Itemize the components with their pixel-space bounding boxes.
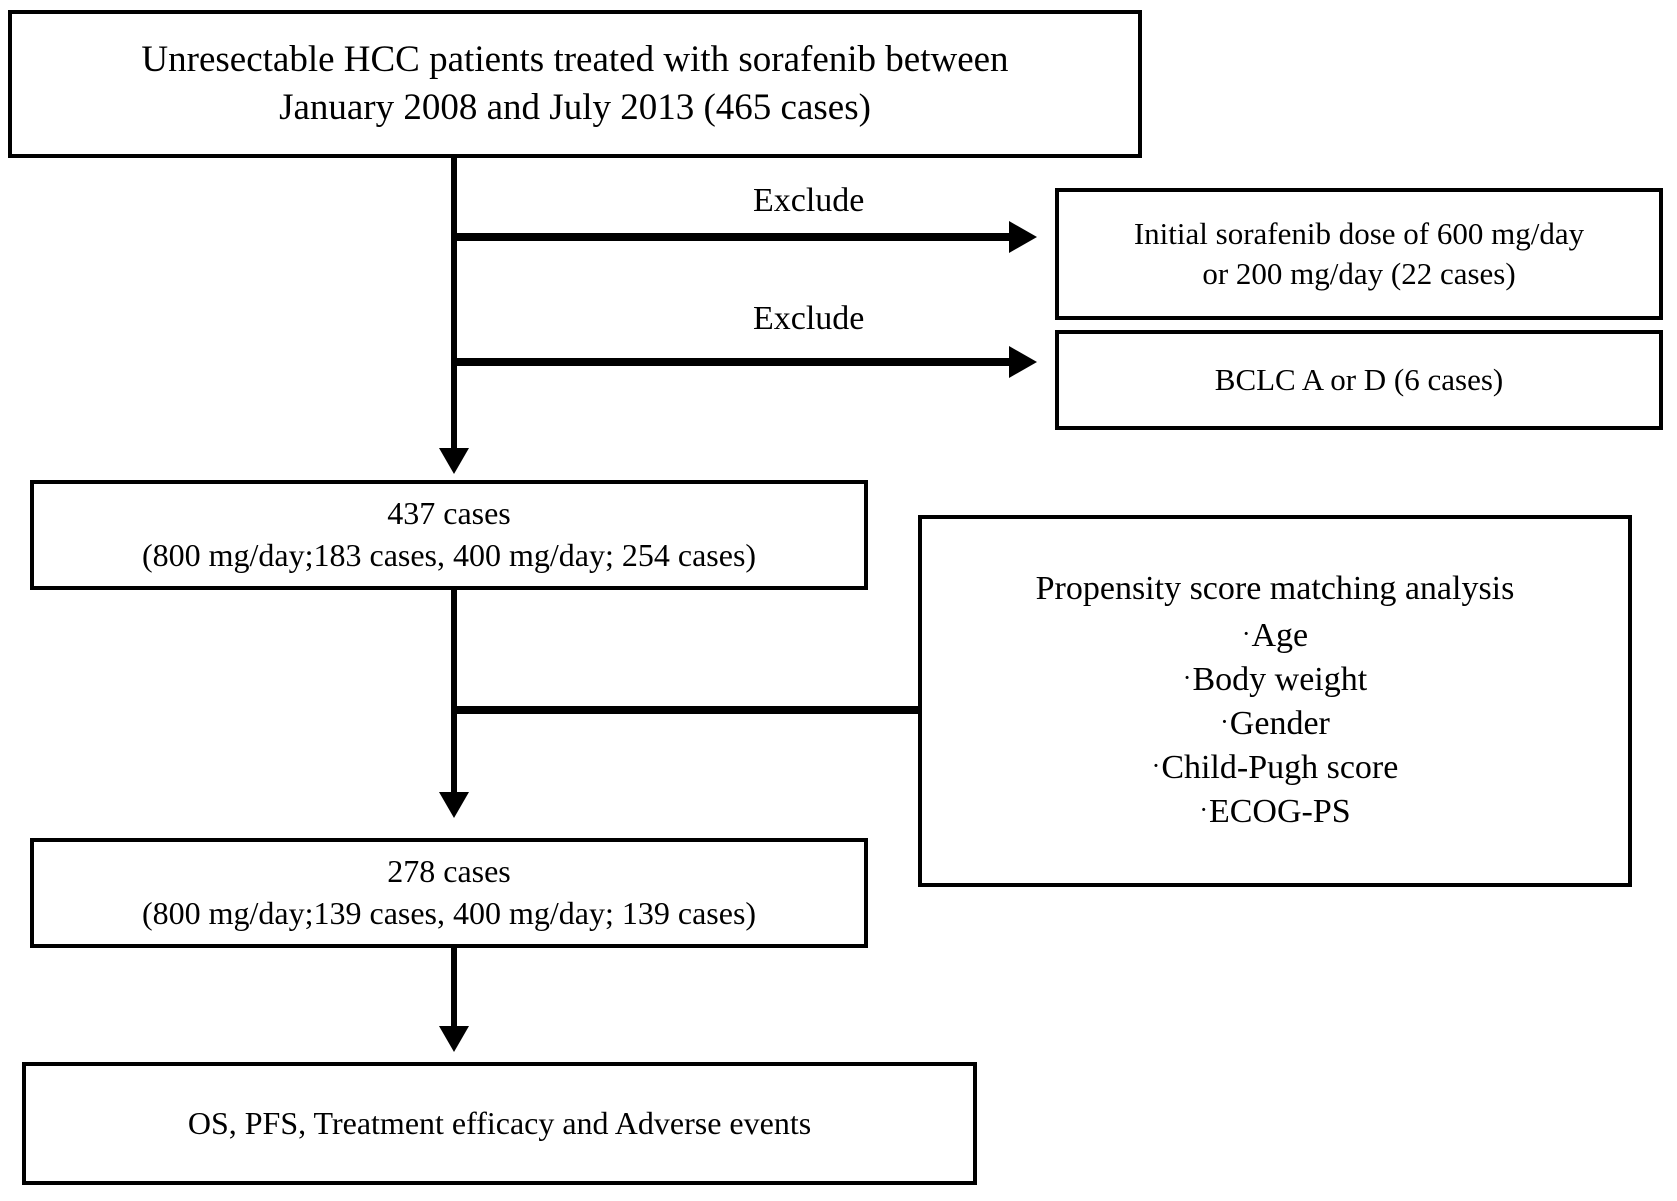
box-exclusion-bclc-line1: BCLC A or D (6 cases)	[1214, 361, 1504, 397]
box-source-population: Unresectable HCC patients treated with s…	[8, 10, 1142, 158]
box-exclusion-dose-line1: Initial sorafenib dose of 600 mg/day	[1133, 215, 1585, 251]
propensity-item-body-weight: ·Body weight	[1183, 658, 1367, 702]
bullet-icon: ·	[1220, 706, 1230, 736]
propensity-item-age: ·Age	[1242, 614, 1308, 658]
propensity-item-gender: ·Gender	[1220, 702, 1330, 746]
arrowhead-to-cohort-278	[439, 792, 469, 818]
box-cohort-278: 278 cases (800 mg/day;139 cases, 400 mg/…	[30, 838, 868, 948]
box-propensity-score-matching: Propensity score matching analysis ·Age …	[918, 515, 1632, 887]
arrowhead-exclusion-2	[1009, 346, 1037, 378]
propensity-item-body-weight-label: Body weight	[1192, 660, 1368, 698]
bullet-icon: ·	[1241, 618, 1252, 648]
connector-trunk-mid	[451, 590, 457, 802]
connector-branch-exclusion-2	[451, 358, 1011, 366]
propensity-item-age-label: Age	[1251, 616, 1309, 654]
box-outcomes-line1: OS, PFS, Treatment efficacy and Adverse …	[187, 1104, 812, 1141]
box-cohort-437-line1: 437 cases	[387, 495, 511, 532]
propensity-item-ecog-ps-label: ECOG-PS	[1208, 793, 1351, 831]
bullet-icon: ·	[1199, 795, 1209, 825]
propensity-item-gender-label: Gender	[1229, 705, 1330, 742]
bullet-icon: ·	[1151, 751, 1162, 781]
arrowhead-exclusion-1	[1009, 221, 1037, 253]
connector-branch-exclusion-1	[451, 233, 1011, 241]
box-exclusion-dose: Initial sorafenib dose of 600 mg/day or …	[1055, 188, 1663, 320]
bullet-icon: ·	[1182, 662, 1193, 692]
box-cohort-437: 437 cases (800 mg/day;183 cases, 400 mg/…	[30, 480, 868, 590]
box-cohort-437-line2: (800 mg/day;183 cases, 400 mg/day; 254 c…	[141, 537, 757, 573]
propensity-item-ecog-ps: ·ECOG-PS	[1199, 790, 1350, 834]
box-cohort-278-line2: (800 mg/day;139 cases, 400 mg/day; 139 c…	[141, 895, 757, 931]
box-cohort-278-line1: 278 cases	[387, 853, 511, 890]
connector-trunk-main	[451, 158, 457, 458]
label-exclude-2: Exclude	[753, 300, 865, 337]
label-exclude-1: Exclude	[753, 182, 865, 219]
arrowhead-to-outcome	[439, 1026, 469, 1052]
box-exclusion-dose-line2: or 200 mg/day (22 cases)	[1202, 256, 1516, 291]
box-exclusion-bclc: BCLC A or D (6 cases)	[1055, 330, 1663, 430]
box-outcomes: OS, PFS, Treatment efficacy and Adverse …	[22, 1062, 977, 1185]
connector-to-propensity-box	[451, 706, 921, 714]
propensity-item-child-pugh-label: Child-Pugh score	[1161, 749, 1399, 787]
propensity-item-child-pugh: ·Child-Pugh score	[1152, 746, 1399, 790]
connector-trunk-bottom	[451, 948, 457, 1036]
propensity-title: Propensity score matching analysis	[1035, 570, 1515, 608]
box-source-line1: Unresectable HCC patients treated with s…	[141, 38, 1009, 80]
arrowhead-to-cohort-437	[439, 448, 469, 474]
box-source-line2: January 2008 and July 2013 (465 cases)	[279, 87, 871, 128]
